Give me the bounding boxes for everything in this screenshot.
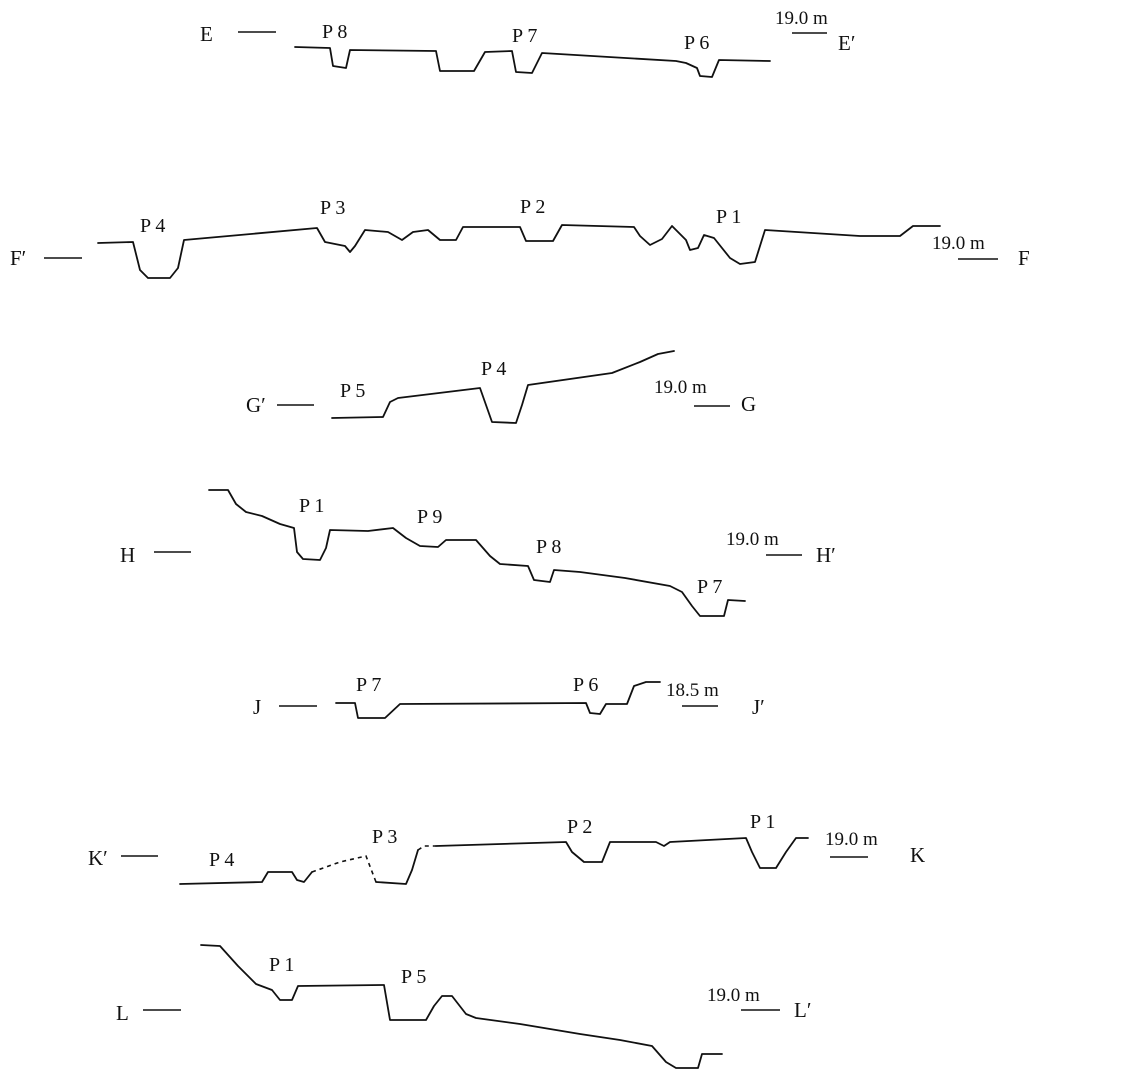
section-L: L P 1 P 5 19.0 m L′	[116, 944, 811, 1069]
section-E: E P 8 P 7 P 6 19.0 m E′	[200, 8, 855, 78]
section-F-pit-label: P 3	[320, 197, 345, 219]
section-F-elevation: 19.0 m	[932, 233, 985, 254]
section-G-pit-label: P 5	[340, 380, 365, 402]
section-J: J P 7 P 6 18.5 m J′	[253, 674, 765, 719]
section-J-pit-label: P 6	[573, 674, 598, 696]
section-E-right-label: E′	[838, 31, 855, 55]
section-F-pit-label: P 4	[140, 215, 165, 237]
section-H-elevation: 19.0 m	[726, 529, 779, 550]
section-L-elevation: 19.0 m	[707, 985, 760, 1006]
section-K-pit-label: P 2	[567, 816, 592, 838]
section-E-pit-label: P 7	[512, 25, 537, 47]
section-E-pit-label: P 6	[684, 32, 709, 54]
section-H-pit-label: P 1	[299, 495, 324, 517]
section-L-profile	[200, 944, 723, 1069]
section-G: G′ P 5 P 4 19.0 m G	[246, 350, 756, 424]
section-H-right-label: H′	[816, 543, 836, 567]
section-F-pit-label: P 2	[520, 196, 545, 218]
section-H-pit-label: P 9	[417, 506, 442, 528]
section-G-elevation: 19.0 m	[654, 377, 707, 398]
section-G-right-label: G	[741, 392, 756, 416]
section-J-elevation: 18.5 m	[666, 680, 719, 701]
section-L-pit-label: P 5	[401, 966, 426, 988]
section-G-pit-label: P 4	[481, 358, 506, 380]
section-H: H P 1 P 9 P 8 P 7 19.0 m H′	[120, 489, 836, 617]
section-H-pit-label: P 8	[536, 536, 561, 558]
section-L-left-label: L	[116, 1001, 129, 1025]
section-G-left-label: G′	[246, 393, 266, 417]
section-K-profile-mid	[375, 849, 419, 885]
section-H-profile	[208, 489, 746, 617]
section-K-pit-label: P 1	[750, 811, 775, 833]
section-K-profile-dashed	[311, 855, 377, 883]
section-L-pit-label: P 1	[269, 954, 294, 976]
section-K-profile-right	[435, 837, 809, 869]
section-F-left-label: F′	[10, 246, 26, 270]
section-K-right-label: K	[910, 843, 925, 867]
section-E-pit-label: P 8	[322, 21, 347, 43]
section-K-pit-label: P 4	[209, 849, 234, 871]
section-J-profile	[335, 681, 661, 719]
section-K: K′ P 4 P 3 P 2 P 1 19.0 m K	[88, 811, 925, 885]
section-H-left-label: H	[120, 543, 135, 567]
section-F-profile	[97, 224, 941, 279]
section-H-pit-label: P 7	[697, 576, 722, 598]
section-E-elevation: 19.0 m	[775, 8, 828, 29]
section-E-left-label: E	[200, 22, 213, 46]
section-K-profile-left	[179, 871, 313, 885]
section-E-profile	[294, 46, 771, 78]
section-L-right-label: L′	[794, 998, 811, 1022]
section-K-profile-dashed	[417, 845, 436, 851]
section-J-right-label: J′	[752, 695, 765, 719]
section-F-pit-label: P 1	[716, 206, 741, 228]
section-K-pit-label: P 3	[372, 826, 397, 848]
section-F: F′ P 4 P 3 P 2 P 1 19.0 m F	[10, 196, 1030, 279]
section-K-elevation: 19.0 m	[825, 829, 878, 850]
section-G-profile	[331, 350, 675, 424]
section-K-left-label: K′	[88, 846, 108, 870]
section-J-pit-label: P 7	[356, 674, 381, 696]
section-J-left-label: J	[253, 695, 261, 719]
section-F-right-label: F	[1018, 246, 1030, 270]
